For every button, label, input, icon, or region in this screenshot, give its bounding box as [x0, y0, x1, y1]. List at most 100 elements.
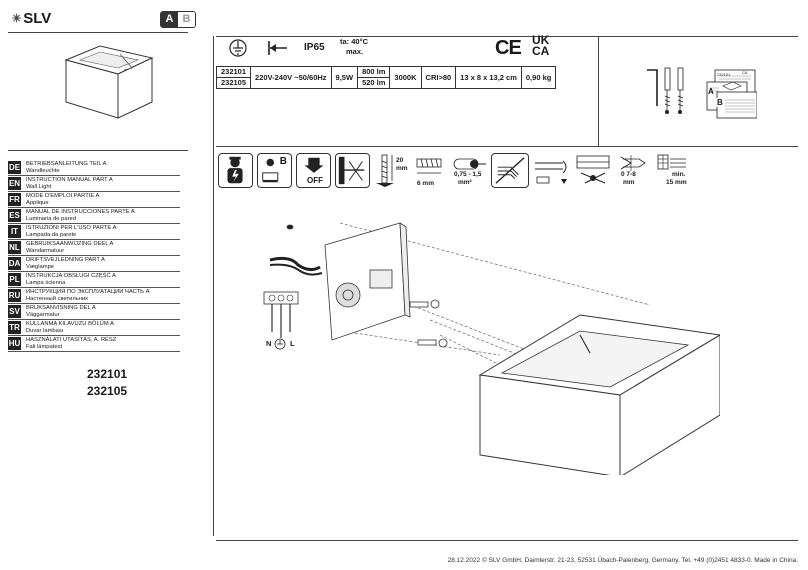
min-length-value: 15 mm — [666, 179, 687, 186]
safety-icons-row: B OFF 20 mm 6 mm 0,75 - 1,5 mm² 0 7-8 mm… — [218, 153, 694, 188]
screws-icon — [647, 67, 684, 114]
drill-depth-unit: mm — [396, 165, 408, 172]
product-thumbnail — [64, 45, 154, 119]
ambient-temp-max: max. — [346, 47, 364, 56]
lang-title: Instrukcja obsługi część A — [26, 273, 116, 279]
lang-title: Betriebsanleitung Teil A — [26, 161, 107, 167]
language-row-hu: HU Használati utasítás, A. részFali lámpa… — [8, 336, 180, 352]
ukca-mark: UK CA — [532, 33, 550, 57]
page-letters: CA — [742, 70, 748, 75]
ukca-line-1: UK — [532, 33, 550, 47]
divider — [216, 540, 798, 541]
ground-icon — [229, 39, 247, 57]
drill-bit-icon: 6 mm — [413, 153, 448, 188]
spec-weight: 0,90 kg — [520, 66, 557, 89]
lang-title: Istruzioni per l'uso parte A — [26, 225, 117, 231]
wiring-terminal-diagram — [263, 291, 299, 338]
spec-voltage: 220V-240V ~50/60Hz — [250, 66, 332, 89]
strip-length-unit: mm — [623, 179, 635, 186]
lang-code: HU — [8, 337, 21, 350]
electrician-icon — [218, 153, 253, 188]
manual-b-label: B — [279, 156, 287, 167]
lang-subtitle: Duvar lambası — [26, 327, 64, 334]
assembly-drawing — [269, 222, 720, 475]
lang-code: FR — [8, 193, 21, 206]
part-badge-a: A — [161, 12, 178, 27]
spec-lumen: 800 lm — [357, 66, 391, 78]
page-doc-no: 232101 — [717, 72, 731, 77]
read-manual-icon: B — [257, 153, 292, 188]
distance-icon — [268, 41, 287, 55]
lang-title: Инструкция по эксплуатации часть A — [26, 289, 150, 295]
lang-title: Kullanma kılavuzu Bölüm A — [26, 321, 114, 327]
page-a-label: A — [708, 87, 714, 96]
lang-title: Driftsvejledning part A — [26, 257, 105, 263]
min-length-label: min. — [672, 171, 686, 178]
drill-depth-icon: 20 mm — [374, 153, 409, 188]
brand-logo: ✳ SLV — [12, 10, 51, 27]
lang-subtitle: Wandleuchte — [26, 167, 60, 174]
ce-mark: CE — [495, 37, 522, 59]
lang-code: IT — [8, 225, 21, 238]
power-off-icon: OFF — [296, 153, 331, 188]
lang-subtitle: Væglampe — [26, 263, 55, 270]
wire-gauge-unit: mm² — [458, 179, 472, 186]
lang-subtitle: Lampa ścienna — [26, 279, 66, 286]
power-off-label: OFF — [307, 176, 323, 185]
spec-cri: CRI>80 — [420, 66, 457, 89]
lang-subtitle: Lampada da parete — [26, 231, 77, 238]
lang-subtitle: Väggarmatur — [26, 311, 60, 318]
lang-code: PL — [8, 273, 21, 286]
lang-subtitle: Wall Light — [26, 183, 52, 190]
lang-title: Használati utasítás, A. rész — [26, 337, 117, 343]
wire-gauge-icon: 0,75 - 1,5 mm² — [452, 153, 487, 188]
spec-lumen: 520 lm — [357, 77, 391, 89]
min-length-icon: min. 15 mm — [656, 153, 694, 188]
lang-code: TR — [8, 321, 21, 334]
lang-code: DE — [8, 161, 21, 174]
spec-code: 232105 — [215, 77, 252, 89]
lang-code: DA — [8, 257, 21, 270]
no-cut-icon — [491, 153, 529, 188]
manual-pages-icon — [706, 69, 757, 119]
ground-icon — [274, 338, 286, 350]
spec-table: 232101 220V-240V ~50/60Hz 9,5W 800 lm 30… — [215, 66, 557, 89]
lang-title: Manual de instrucciones parte A — [26, 209, 135, 215]
lang-subtitle: Wandarmatuur — [26, 247, 65, 254]
logo-mark-icon: ✳ — [12, 13, 21, 25]
divider — [213, 36, 214, 536]
lang-subtitle: Luminaria de pared — [26, 215, 76, 222]
spec-dimensions: 13 x 8 x 13,2 cm — [455, 66, 522, 89]
part-badge-b: B — [178, 12, 195, 27]
lang-subtitle: Applique — [26, 199, 49, 206]
part-badge: A B — [160, 11, 196, 28]
divider — [216, 146, 798, 147]
lang-code: SV — [8, 305, 21, 318]
wire-gauge-value: 0,75 - 1,5 — [454, 171, 482, 178]
ambient-temp: ta: 40°C — [340, 37, 369, 46]
divider — [8, 32, 188, 33]
footer-text: 28.12.2022 © SLV GmbH, Daimlerstr. 21-23… — [447, 557, 798, 564]
model-number: 232105 — [87, 384, 128, 398]
spec-power: 9,5W — [330, 66, 359, 89]
spec-code: 232101 — [215, 66, 252, 78]
terminal-l-label: L — [290, 339, 295, 348]
drill-bit-value: 6 mm — [417, 180, 434, 187]
brand-name: SLV — [23, 10, 52, 27]
drill-depth-value: 20 — [396, 157, 404, 164]
language-row-es: ESManual de instrucciones parte ALuminar… — [8, 208, 180, 224]
language-row-ru: RUИнструкция по эксплуатации часть AНаст… — [8, 288, 180, 304]
lang-subtitle: Fali lámpatest — [26, 343, 63, 350]
wire-strip-icon — [533, 153, 571, 188]
lang-title: Mode d'emploi partie A — [26, 193, 100, 199]
spec-cct: 3000K — [389, 66, 422, 89]
